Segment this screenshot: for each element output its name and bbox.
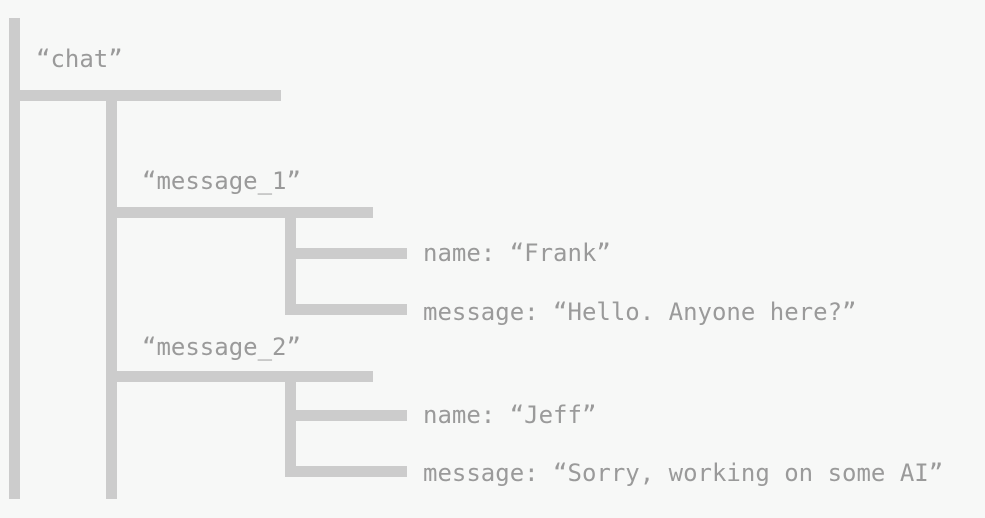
- message-1-horizontal-line: [106, 207, 373, 218]
- message-2-name-field: name: “Jeff”: [423, 401, 597, 429]
- root-key-label: “chat”: [36, 45, 123, 73]
- root-horizontal-line: [9, 90, 281, 101]
- message-1-name-connector: [285, 248, 407, 259]
- children-vertical-line: [106, 90, 117, 499]
- message-2-name-connector: [285, 410, 407, 421]
- message-1-message-connector: [285, 304, 407, 315]
- message-1-fields-vertical-line: [285, 207, 296, 315]
- message-2-key-label: “message_2”: [142, 333, 301, 361]
- message-2-message-field: message: “Sorry, working on some AI”: [423, 459, 944, 487]
- message-2-message-connector: [285, 466, 407, 477]
- root-vertical-line: [9, 18, 20, 499]
- message-1-key-label: “message_1”: [142, 167, 301, 195]
- message-2-fields-vertical-line: [285, 371, 296, 477]
- message-2-horizontal-line: [106, 371, 373, 382]
- message-1-message-field: message: “Hello. Anyone here?”: [423, 298, 857, 326]
- message-1-name-field: name: “Frank”: [423, 239, 611, 267]
